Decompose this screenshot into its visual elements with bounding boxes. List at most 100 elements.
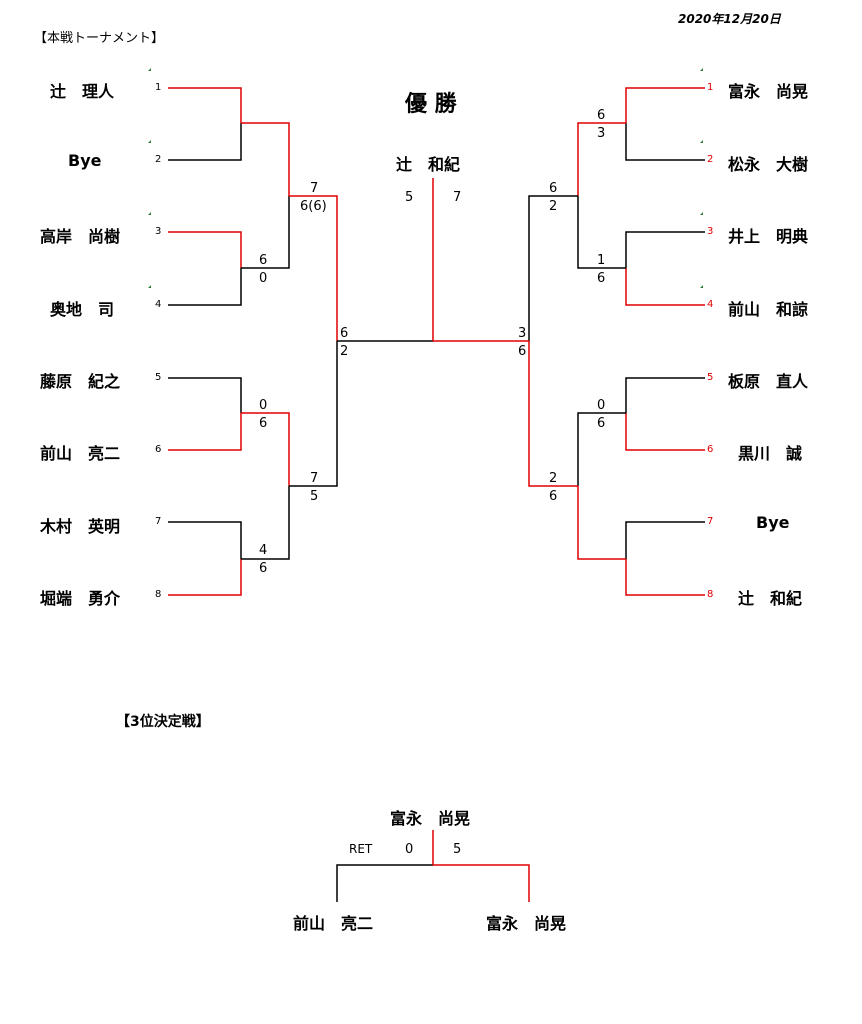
left-seed-number: 5	[155, 372, 162, 383]
bracket-line	[625, 413, 705, 451]
bracket-line	[168, 231, 242, 268]
right-player-name: 井上 明典	[728, 227, 809, 246]
bracket-line	[577, 122, 626, 196]
final-score-left: 5	[405, 190, 414, 205]
bracket-line	[433, 864, 530, 902]
bracket-line	[528, 341, 578, 487]
bracket-line	[168, 377, 242, 413]
third-score-right: 5	[453, 842, 462, 857]
match-score: 3	[518, 326, 527, 341]
match-score: 2	[340, 344, 349, 359]
left-seed-number: 1	[155, 82, 162, 93]
bracket-line	[168, 559, 242, 596]
bracket-line	[625, 268, 705, 306]
left-player-name: 藤原 紀之	[40, 372, 121, 391]
left-player-name: 前山 亮二	[40, 444, 121, 463]
left-player-name: 堀端 勇介	[40, 589, 121, 608]
seed-marker	[700, 140, 703, 143]
bracket-line	[241, 412, 290, 486]
match-score: 3	[597, 126, 606, 141]
match-score: 6	[597, 271, 606, 286]
left-player-name: Bye	[68, 151, 102, 170]
bracket-line	[528, 195, 578, 341]
third-right-player: 富永 尚晃	[486, 914, 567, 933]
left-player-name: 奥地 司	[50, 300, 115, 319]
bracket-line	[625, 123, 705, 161]
seed-marker	[148, 285, 151, 288]
match-score: 0	[597, 398, 606, 413]
bracket-line	[625, 377, 705, 413]
left-player-name: 高岸 尚樹	[40, 227, 121, 246]
left-seed-number: 2	[155, 154, 162, 165]
left-seed-number: 4	[155, 299, 162, 310]
match-score: 6	[259, 416, 268, 431]
left-player-name: 辻 理人	[50, 82, 115, 101]
bracket-line	[168, 268, 242, 306]
left-seed-number: 8	[155, 589, 162, 600]
match-score: 6	[518, 344, 527, 359]
bracket-line	[336, 864, 433, 902]
left-seed-number: 6	[155, 444, 162, 455]
match-score: 6	[340, 326, 349, 341]
right-seed-number: 6	[707, 444, 714, 455]
bracket-line	[577, 412, 626, 486]
seed-marker	[700, 68, 703, 71]
right-seed-number: 3	[707, 226, 714, 237]
third-score-left: 0	[405, 842, 414, 857]
match-score: 6	[549, 489, 558, 504]
seed-marker	[700, 212, 703, 215]
seed-marker	[148, 212, 151, 215]
match-score: 0	[259, 398, 268, 413]
match-score: 0	[259, 271, 268, 286]
match-score: 7	[310, 471, 319, 486]
bracket-line	[241, 196, 290, 269]
left-seed-number: 7	[155, 516, 162, 527]
right-seed-number: 5	[707, 372, 714, 383]
bracket-line	[625, 521, 705, 559]
bracket-line	[289, 195, 338, 341]
match-score: 6	[259, 561, 268, 576]
third-place-title: 【3位決定戦】	[116, 714, 210, 730]
final-score-right: 7	[453, 190, 462, 205]
seed-marker	[148, 140, 151, 143]
bracket-line	[289, 341, 338, 487]
champion-title: 優 勝	[405, 92, 457, 117]
match-score: 2	[549, 471, 558, 486]
bracket-line	[241, 122, 290, 196]
third-place-winner: 富永 尚晃	[390, 809, 471, 828]
bracket-line	[625, 87, 705, 123]
match-score: 2	[549, 199, 558, 214]
right-player-name: Bye	[756, 513, 790, 532]
right-seed-number: 1	[707, 82, 714, 93]
retired-label: RET	[349, 842, 373, 856]
right-seed-number: 2	[707, 154, 714, 165]
match-score: 4	[259, 543, 268, 558]
bracket-line	[577, 486, 626, 560]
left-seed-number: 3	[155, 226, 162, 237]
match-score: 6(6)	[300, 199, 327, 214]
bracket-line	[168, 123, 242, 161]
champion-name: 辻 和紀	[396, 155, 461, 174]
right-seed-number: 8	[707, 589, 714, 600]
match-score: 6	[597, 108, 606, 123]
right-seed-number: 7	[707, 516, 714, 527]
bracket-line	[577, 196, 626, 269]
left-player-name: 木村 英明	[40, 517, 121, 536]
event-date: 2020年12月20日	[678, 12, 781, 26]
bracket-line	[625, 231, 705, 268]
match-score: 1	[597, 253, 606, 268]
right-player-name: 松永 大樹	[728, 155, 809, 174]
seed-marker	[700, 285, 703, 288]
right-seed-number: 4	[707, 299, 714, 310]
right-player-name: 黒川 誠	[738, 444, 803, 463]
right-player-name: 富永 尚晃	[728, 82, 809, 101]
page-title: 【本戦トーナメント】	[34, 31, 165, 46]
match-score: 6	[549, 181, 558, 196]
bracket-line	[168, 413, 242, 451]
right-player-name: 板原 直人	[728, 372, 809, 391]
bracket-line	[625, 559, 705, 596]
match-score: 5	[310, 489, 319, 504]
right-player-name: 前山 和諒	[728, 300, 809, 319]
right-player-name: 辻 和紀	[738, 589, 803, 608]
